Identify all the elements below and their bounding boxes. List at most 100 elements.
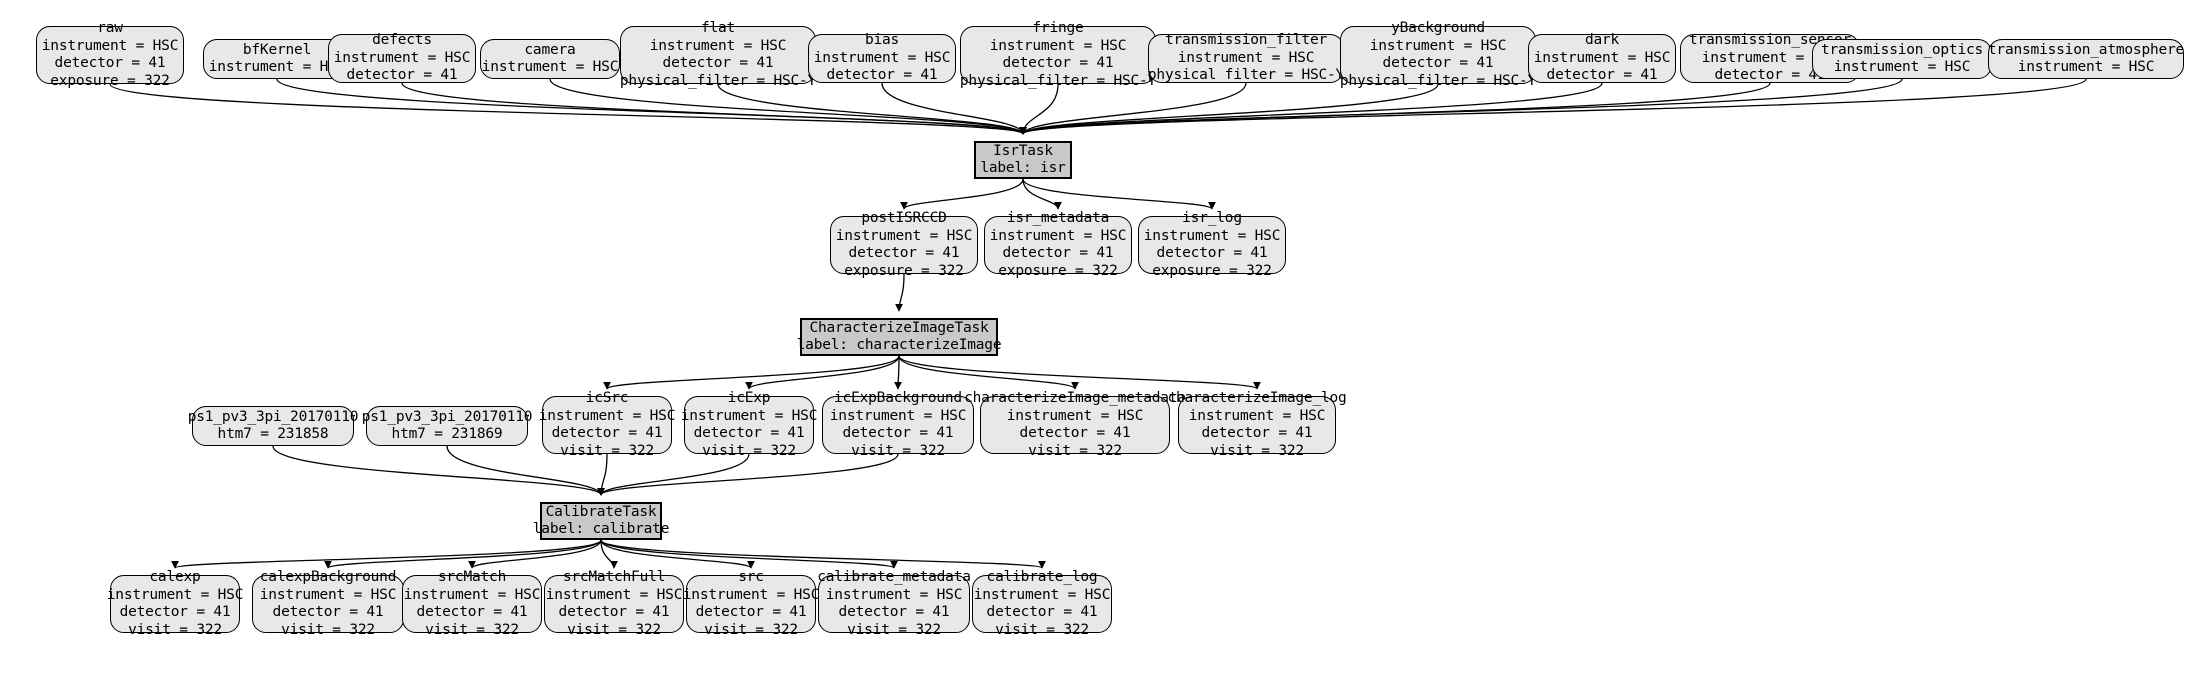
node-attribute: instrument = HSC [1833, 59, 1971, 75]
graph-edge [324, 539, 602, 569]
node-attribute: detector = 41 [695, 604, 807, 620]
graph-edge [1019, 82, 1603, 135]
node-attribute: instrument = HSC [538, 407, 676, 424]
node-attribute: instrument = HSC [106, 586, 244, 603]
node-attribute: instrument = HSC [973, 586, 1111, 603]
node-title: transmission_filter [1164, 32, 1328, 49]
node-attribute: detector = 41 [551, 425, 663, 441]
graph-edge [1019, 83, 1439, 135]
node-title: dark [1584, 32, 1620, 49]
node-attribute: instrument = HSC [481, 59, 619, 75]
node-attribute: exposure = 322 [50, 72, 170, 89]
graph-edge [600, 539, 1046, 569]
node-title: CalibrateTask [545, 503, 657, 520]
node-attribute: label: isr [980, 160, 1066, 176]
node-title: camera [524, 41, 576, 58]
node-title: icExpBackground [834, 390, 962, 406]
graph-edge [603, 355, 900, 390]
graph-edge [600, 539, 618, 569]
node-attribute: instrument = HSC [1369, 37, 1507, 54]
node-attribute: detector = 41 [119, 604, 231, 620]
node-title: transmission_atmosphere [1987, 41, 2185, 58]
node-attribute: detector = 41 [848, 245, 960, 261]
node-attribute: instrument = HSC [1533, 49, 1671, 66]
graph-edge [171, 539, 602, 569]
graph-edge [401, 82, 1027, 135]
node-attribute: label: characterizeImage [796, 337, 1002, 353]
node-attribute: instrument = HSC [989, 227, 1127, 244]
node-title: yBackground [1391, 20, 1485, 36]
node-attribute: instrument = HSC [545, 586, 683, 603]
node-attribute: instrument = HSC [1143, 227, 1281, 244]
node-title: characterizeImage_log [1167, 390, 1347, 406]
graph-edge [898, 355, 1079, 390]
graph-edge [900, 178, 1024, 210]
node-attribute: detector = 41 [1201, 425, 1313, 441]
node-attribute: detector = 41 [346, 67, 458, 84]
node-attribute: instrument = HSC [1177, 49, 1315, 66]
node-attribute: detector = 41 [1714, 67, 1826, 84]
node-attribute: detector = 41 [826, 67, 938, 84]
graph-edge [600, 539, 898, 569]
node-title: srcMatchFull [562, 569, 666, 585]
graph-edge [597, 453, 608, 496]
node-attribute: visit = 322 [847, 621, 941, 638]
node-attribute: instrument = HSC [403, 586, 541, 603]
graph-edge [1022, 178, 1216, 210]
node-title: icSrc [585, 390, 629, 406]
graph-edge [1019, 82, 1771, 135]
node-attribute: instrument = HSC [825, 586, 963, 603]
node-attribute: physical_filter = HSC-Y [1339, 72, 1537, 89]
node-attribute: visit = 322 [995, 621, 1089, 638]
graph-edge [600, 539, 755, 569]
graph-edge [597, 453, 750, 496]
node-attribute: detector = 41 [1002, 245, 1114, 261]
node-attribute: physical_filter = HSC-Y [1147, 67, 1345, 84]
node-attribute: detector = 41 [986, 604, 1098, 620]
node-title: postISRCCD [861, 210, 947, 226]
node-title: calibrate_metadata [817, 569, 971, 585]
graph-edge [109, 83, 1027, 135]
node-title: isr_metadata [1006, 210, 1110, 226]
node-attribute: detector = 41 [662, 55, 774, 71]
node-attribute: visit = 322 [851, 442, 945, 459]
node-title: defects [372, 32, 432, 49]
node-attribute: htm7 = 231869 [391, 426, 503, 442]
node-attribute: physical_filter = HSC-Y [959, 72, 1157, 89]
node-title: calexpBackground [259, 569, 397, 585]
node-title: raw [97, 20, 123, 36]
node-attribute: exposure = 322 [844, 262, 964, 279]
